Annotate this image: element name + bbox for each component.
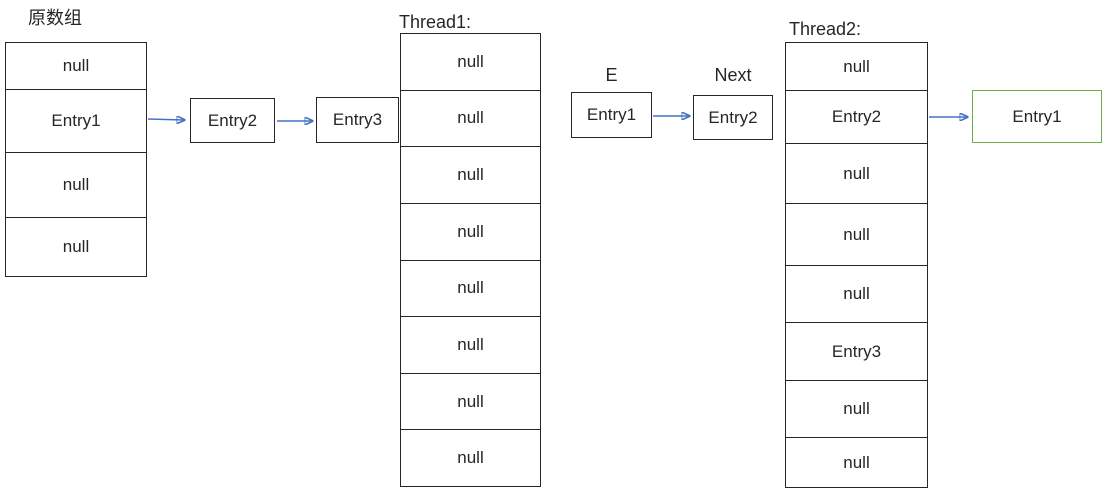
array-cell: null xyxy=(5,42,147,90)
array-cell: null xyxy=(5,217,147,277)
thread1-array: null null null null null null null null xyxy=(400,33,541,487)
moved-entry1-node-box: Entry1 xyxy=(972,90,1102,143)
arrow-entry1-to-entry2 xyxy=(147,119,184,120)
original-array-label: 原数组 xyxy=(28,8,82,28)
next-entry2-node-box: Entry2 xyxy=(693,95,773,140)
array-cell: null xyxy=(400,429,541,487)
entry3-node-box: Entry3 xyxy=(316,97,399,143)
array-cell: null xyxy=(5,152,147,218)
array-cell: Entry1 xyxy=(5,89,147,153)
array-cell: null xyxy=(785,42,928,91)
array-cell: null xyxy=(400,89,541,148)
e-entry1-node-box: Entry1 xyxy=(571,92,652,138)
array-cell: null xyxy=(400,146,541,204)
array-cell: null xyxy=(785,437,928,488)
next-pointer-label: Next xyxy=(714,65,752,85)
array-cell: null xyxy=(785,203,928,266)
array-cell: null xyxy=(785,143,928,204)
original-array: null Entry1 null null xyxy=(5,42,147,277)
thread2-label: Thread2: xyxy=(789,19,862,39)
thread1-label: Thread1: xyxy=(399,12,472,32)
array-cell: Entry2 xyxy=(785,90,928,144)
array-cell: Entry3 xyxy=(785,322,928,381)
array-cell: null xyxy=(400,202,541,261)
array-cell: null xyxy=(400,33,541,91)
e-pointer-label: E xyxy=(605,65,618,85)
thread2-array: null Entry2 null null null Entry3 null n… xyxy=(785,42,928,488)
array-cell: null xyxy=(400,316,541,374)
array-cell: null xyxy=(400,372,541,431)
entry2-node-box: Entry2 xyxy=(190,98,275,143)
array-cell: null xyxy=(785,265,928,323)
array-cell: null xyxy=(785,380,928,438)
array-cell: null xyxy=(400,259,541,318)
